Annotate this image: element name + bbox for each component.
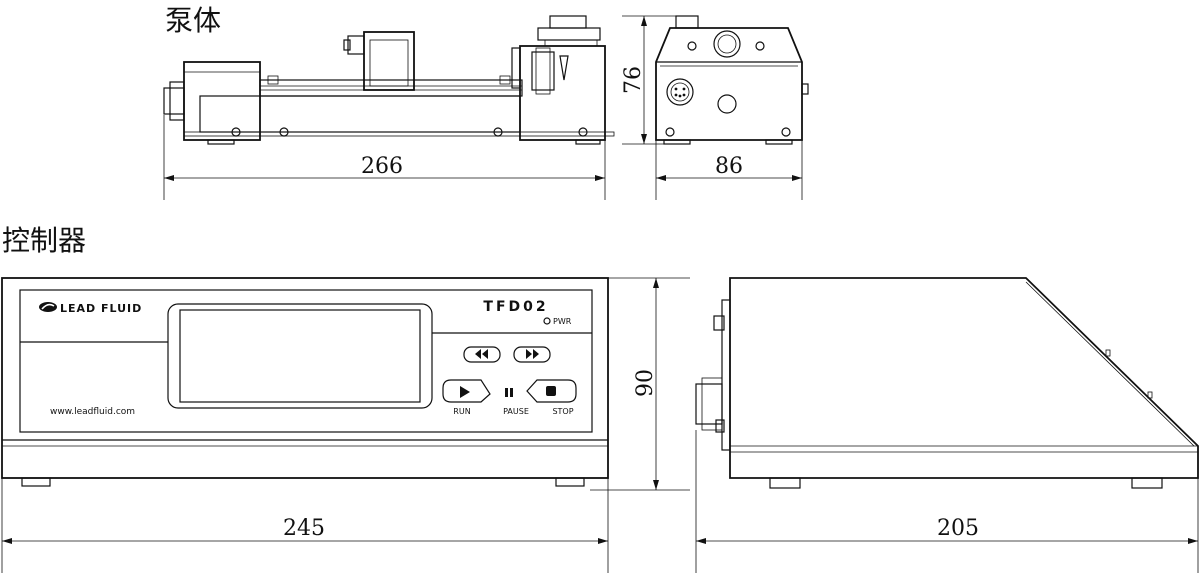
pump-length-label: 266 (361, 154, 403, 179)
pump-side-view (655, 15, 809, 145)
pump-length-dimension (163, 115, 606, 200)
brand-name: LEAD FLUID (60, 302, 142, 315)
stop-label: STOP (552, 407, 573, 416)
lead-fluid-logo (39, 302, 57, 312)
fast-forward-icon (526, 349, 539, 359)
controller-side-view (695, 277, 1199, 489)
pump-height-dimension (622, 15, 676, 145)
run-button[interactable] (442, 379, 491, 403)
controller-width-dimension (1, 478, 609, 573)
stop-icon (546, 386, 556, 396)
controller-width-label: 245 (283, 516, 325, 541)
controller-height-label: 90 (633, 369, 658, 397)
pump-width-dimension (655, 140, 803, 200)
controller-heading: 控制器 (2, 224, 86, 257)
model-label: TFD02 (483, 299, 548, 315)
pause-icon (505, 388, 508, 397)
controller-height-dimension (590, 277, 690, 491)
power-led-icon (543, 317, 551, 325)
play-icon (460, 386, 470, 398)
stop-button[interactable] (526, 379, 577, 403)
pause-label: PAUSE (503, 407, 529, 416)
pump-front-view (163, 15, 615, 145)
rewind-button[interactable] (463, 346, 501, 363)
pump-body-heading: 泵体 (165, 4, 221, 37)
rewind-icon (475, 349, 488, 359)
pause-button[interactable] (505, 388, 513, 397)
fast-forward-button[interactable] (513, 346, 551, 363)
pump-width-label: 86 (715, 154, 743, 179)
controller-depth-dimension (695, 430, 1199, 573)
controller-front-view (1, 277, 609, 487)
run-label: RUN (453, 407, 470, 416)
website-label: www.leadfluid.com (50, 407, 135, 417)
power-label: PWR (553, 317, 572, 326)
controller-depth-label: 205 (937, 516, 979, 541)
pump-height-label: 76 (621, 66, 646, 94)
